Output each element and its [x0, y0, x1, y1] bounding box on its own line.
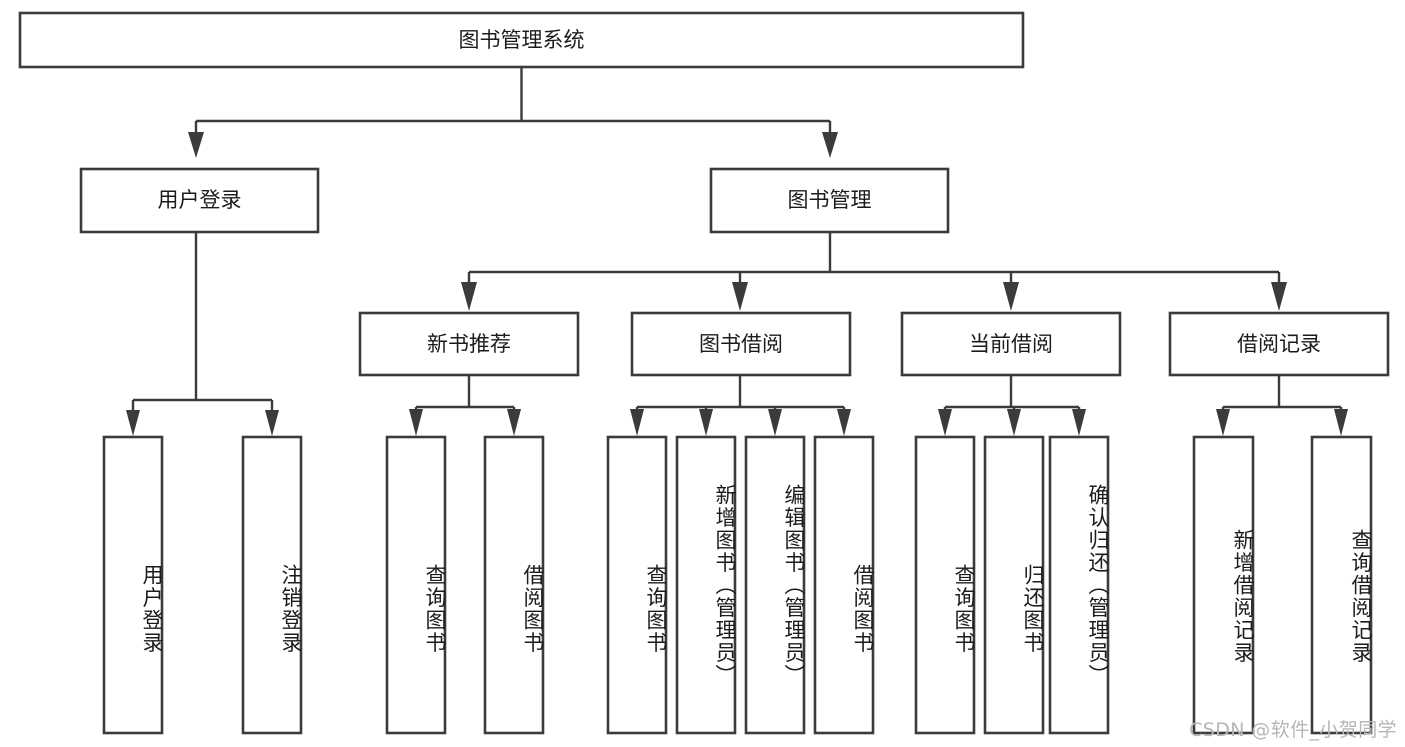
- leaf-box-bb-1[interactable]: [606, 435, 668, 735]
- node-borrow-record-box[interactable]: [1168, 311, 1390, 377]
- leaf-box-nbr-1[interactable]: [385, 435, 447, 735]
- leaf-box-br-2[interactable]: [1310, 435, 1373, 735]
- leaf-box-br-1[interactable]: [1192, 435, 1255, 735]
- arrowhead-book-manage: [822, 132, 838, 158]
- node-current-borrow-label: 当前借阅: [969, 332, 1053, 356]
- connector-group-new-book-recommend: [409, 375, 521, 436]
- node-book-borrow-label: 图书借阅: [699, 332, 783, 356]
- arrowhead-borrow-record: [1271, 282, 1287, 311]
- arrowhead-leaf-bb-4: [837, 409, 851, 436]
- leaf-box-bb-3[interactable]: [744, 435, 806, 735]
- node-user-login-box[interactable]: [79, 167, 320, 234]
- arrowhead-leaf-cb-1: [938, 409, 952, 436]
- node-new-book-recommend-label: 新书推荐: [427, 332, 511, 356]
- leaf-box-nbr-2[interactable]: [483, 435, 545, 735]
- watermark-text: CSDN @软件_小贺同学: [1189, 719, 1397, 741]
- arrowhead-leaf-cb-3: [1072, 409, 1086, 436]
- leaf-box-bb-2[interactable]: [675, 435, 737, 735]
- connector-group-root: [188, 67, 838, 158]
- node-root-label: 图书管理系统: [459, 28, 585, 52]
- connector-group-book-borrow: [630, 375, 851, 436]
- leaf-box-bb-4[interactable]: [813, 435, 875, 735]
- node-root-box[interactable]: [18, 11, 1025, 69]
- arrowhead-leaf-nbr-2: [507, 409, 521, 436]
- node-borrow-record-label: 借阅记录: [1237, 332, 1321, 356]
- arrowhead-new-book-recommend: [461, 282, 477, 311]
- node-book-manage-box[interactable]: [709, 167, 950, 234]
- node-user-login-label: 用户登录: [158, 188, 242, 212]
- arrowhead-current-borrow: [1003, 282, 1019, 311]
- arrowhead-leaf-br-1: [1216, 409, 1230, 436]
- connector-group-user-login: [126, 232, 279, 436]
- arrowhead-book-borrow: [732, 282, 748, 311]
- node-new-book-recommend-box[interactable]: [358, 311, 580, 377]
- arrowhead-leaf-nbr-1: [409, 409, 423, 436]
- arrowhead-leaf-br-2: [1334, 409, 1348, 436]
- connector-group-borrow-record: [1216, 375, 1348, 436]
- leaf-box-user-login-1[interactable]: [102, 435, 164, 735]
- connector-group-current-borrow: [938, 375, 1086, 436]
- arrowhead-leaf-cb-2: [1007, 409, 1021, 436]
- arrowhead-leaf-bb-1: [630, 409, 644, 436]
- node-current-borrow-box[interactable]: [900, 311, 1122, 377]
- arrowhead-leaf-bb-2: [699, 409, 713, 436]
- arrowhead-leaf-user-login-2: [265, 410, 279, 436]
- leaf-box-user-login-2[interactable]: [241, 435, 303, 735]
- leaf-box-cb-3[interactable]: [1048, 435, 1110, 735]
- connector-group-book-manage: [461, 232, 1287, 311]
- arrowhead-leaf-bb-3: [768, 409, 782, 436]
- node-book-manage-label: 图书管理: [788, 188, 872, 212]
- arrowhead-leaf-user-login-1: [126, 410, 140, 436]
- leaf-box-cb-2[interactable]: [983, 435, 1045, 735]
- leaf-box-cb-1[interactable]: [914, 435, 976, 735]
- node-book-borrow-box[interactable]: [630, 311, 852, 377]
- arrowhead-user-login: [188, 132, 204, 158]
